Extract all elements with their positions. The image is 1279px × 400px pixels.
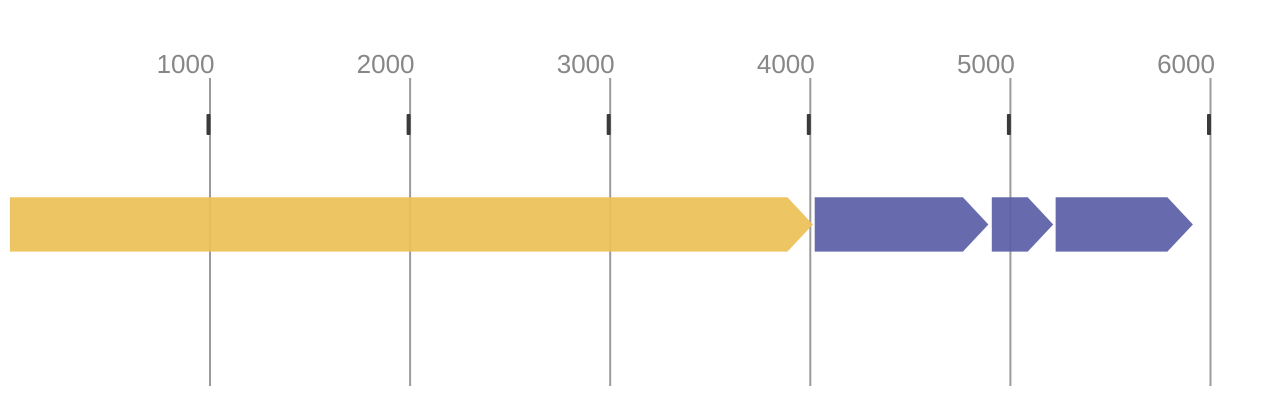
- axis-tick-label: 5000: [957, 49, 1015, 79]
- minor-tick-marker: [806, 114, 811, 135]
- minor-tick-marker: [606, 114, 611, 135]
- gene-arrow: [814, 197, 989, 252]
- axis-tick-label: 2000: [357, 49, 415, 79]
- axis-tick-label: 4000: [757, 49, 815, 79]
- minor-tick-marker: [206, 114, 211, 135]
- minor-tick-marker: [406, 114, 411, 135]
- minor-tick-marker: [1207, 114, 1211, 135]
- gene-arrow: [1055, 197, 1193, 252]
- gene-arrow: [991, 197, 1054, 252]
- gene-arrow: [9, 197, 813, 252]
- axis-tick-label: 1000: [157, 49, 215, 79]
- axis-tick-label: 6000: [1157, 49, 1215, 79]
- minor-tick-marker: [1006, 114, 1011, 135]
- axis-tick-label: 3000: [557, 49, 615, 79]
